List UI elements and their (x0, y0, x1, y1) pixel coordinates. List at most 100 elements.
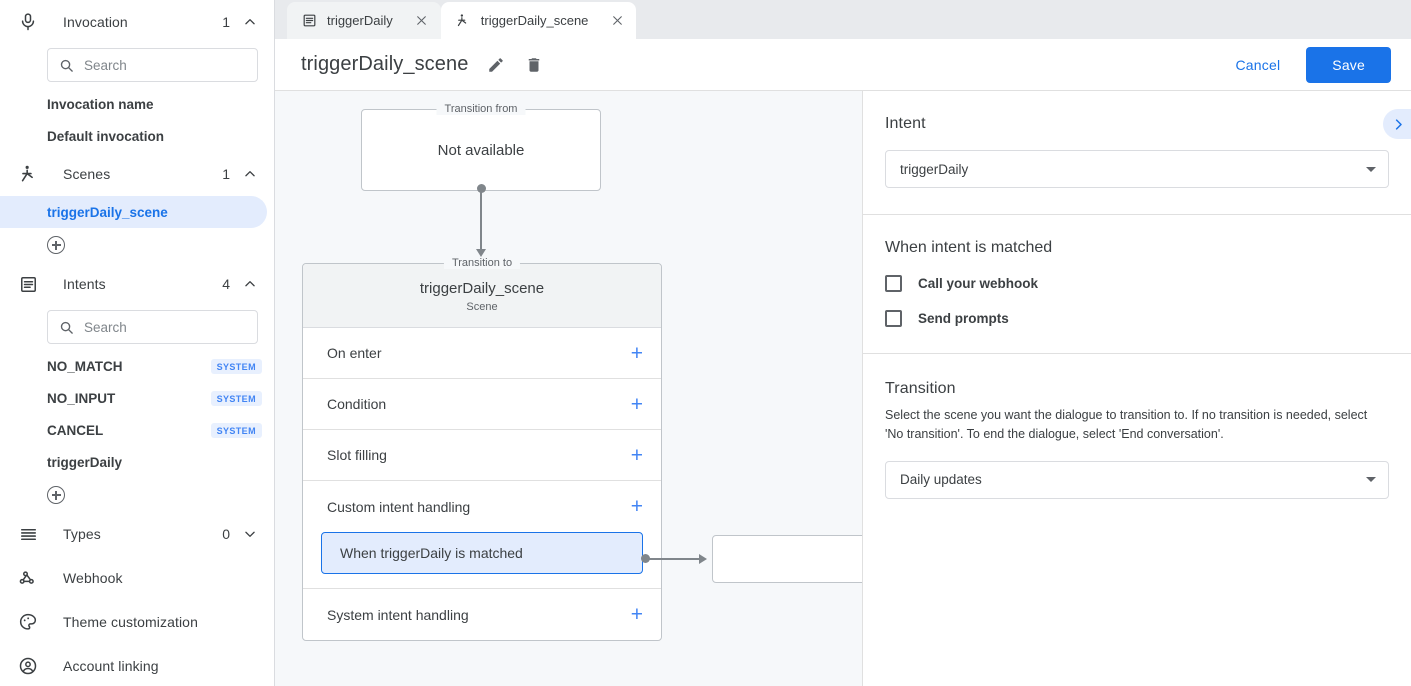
checkbox-label: Send prompts (918, 311, 1009, 326)
add-intent-icon[interactable] (47, 486, 65, 504)
connector-arrow-right (699, 554, 707, 564)
add-scene-icon[interactable] (47, 236, 65, 254)
details-panel: Intent triggerDaily When intent is match… (862, 91, 1411, 686)
scene-card-subtitle: Scene (466, 301, 498, 313)
status-badge: SYSTEM (210, 390, 262, 406)
sidebar-item-label: triggerDaily (47, 454, 123, 470)
close-icon[interactable] (610, 14, 624, 28)
intent-section: Intent triggerDaily (863, 91, 1411, 215)
transition-target-node[interactable]: Tr Dail (712, 535, 862, 583)
checkbox-send-prompts[interactable]: Send prompts (885, 310, 1389, 327)
sidebar-item-label: Default invocation (47, 128, 165, 144)
add-custom-intent-icon[interactable]: + (630, 495, 643, 518)
intents-search-wrap: Search (0, 306, 274, 350)
sidebar-item-label: Theme customization (63, 614, 198, 630)
tab-label: triggerDaily (327, 13, 393, 28)
scene-card: Transition to triggerDaily_scene Scene O… (302, 257, 662, 641)
microphone-icon (16, 10, 40, 34)
sidebar-section-label: Types (63, 526, 101, 542)
scene-card-header: triggerDaily_scene Scene (303, 264, 661, 328)
intent-handler-chip-label: When triggerDaily is matched (340, 545, 523, 561)
chevron-right-icon[interactable] (1383, 109, 1411, 139)
tab-bar: triggerDaily triggerDaily_scene (275, 0, 1411, 39)
transition-select[interactable]: Daily updates (885, 460, 1389, 499)
scene-row-on-enter[interactable]: On enter + (303, 328, 661, 379)
sidebar-section-label: Scenes (63, 166, 111, 182)
tab-triggerdaily[interactable]: triggerDaily (287, 2, 441, 39)
sidebar-item-cancel[interactable]: CANCEL SYSTEM (0, 414, 274, 446)
sidebar-section-scenes[interactable]: Scenes 1 (0, 152, 274, 196)
chevron-up-icon[interactable] (242, 276, 258, 292)
sidebar-item-label: Webhook (63, 570, 123, 586)
scene-row-label: Condition (327, 396, 387, 412)
add-system-intent-icon[interactable]: + (630, 603, 643, 626)
transition-select-value: Daily updates (900, 472, 982, 487)
sidebar-item-account-linking[interactable]: Account linking (0, 644, 274, 686)
sidebar-section-intents[interactable]: Intents 4 (0, 262, 274, 306)
connector-dot-right (641, 554, 650, 563)
chevron-up-icon[interactable] (242, 14, 258, 30)
invocation-search-input[interactable]: Search (47, 48, 258, 82)
cancel-button[interactable]: Cancel (1222, 49, 1295, 81)
add-condition-icon[interactable]: + (630, 392, 643, 416)
when-intent-matched-title: When intent is matched (885, 239, 1053, 256)
sidebar-item-no-input[interactable]: NO_INPUT SYSTEM (0, 382, 274, 414)
sidebar-section-count: 1 (222, 14, 230, 30)
sidebar-section-count: 1 (222, 166, 230, 182)
scene-icon (455, 13, 471, 29)
sidebar-item-default-invocation[interactable]: Default invocation (0, 120, 274, 152)
close-icon[interactable] (415, 14, 429, 28)
add-intent-row (0, 478, 274, 512)
sidebar-item-webhook[interactable]: Webhook (0, 556, 274, 600)
tab-triggerdaily-scene[interactable]: triggerDaily_scene (440, 2, 637, 39)
body-area: Transition from Not available Transition… (275, 91, 1411, 686)
checkbox-box[interactable] (885, 275, 902, 292)
sidebar-section-invocation[interactable]: Invocation 1 (0, 0, 274, 44)
intents-search-input[interactable]: Search (47, 310, 258, 344)
sidebar-item-triggerdaily-scene[interactable]: triggerDaily_scene (0, 196, 267, 228)
add-on-enter-icon[interactable]: + (630, 341, 643, 365)
intent-section-title: Intent (885, 115, 926, 132)
chevron-down-icon[interactable] (242, 526, 258, 542)
intent-handler-chip[interactable]: When triggerDaily is matched (321, 532, 643, 574)
page-header: triggerDaily_scene Cancel Save (275, 39, 1411, 91)
connector-dot (476, 184, 486, 193)
scene-row-label: Slot filling (327, 447, 387, 463)
trash-icon[interactable] (524, 55, 544, 75)
account-circle-icon (16, 654, 40, 678)
sidebar-item-triggerdaily[interactable]: triggerDaily (0, 446, 274, 478)
sidebar-item-invocation-name[interactable]: Invocation name (0, 88, 274, 120)
chevron-up-icon[interactable] (242, 166, 258, 182)
scene-group-custom-intent-handling: Custom intent handling + When triggerDai… (303, 481, 661, 589)
scene-row-custom-intent-handling[interactable]: Custom intent handling + (303, 481, 661, 532)
intent-select[interactable]: triggerDaily (885, 150, 1389, 188)
sidebar-section-label: Intents (63, 276, 106, 292)
scene-row-system-intent-handling[interactable]: System intent handling + (303, 589, 661, 640)
scene-canvas[interactable]: Transition from Not available Transition… (275, 91, 862, 686)
checkbox-box[interactable] (885, 310, 902, 327)
intent-icon (301, 13, 317, 29)
search-icon (58, 319, 74, 335)
status-badge: SYSTEM (210, 358, 262, 374)
transition-from-node[interactable]: Transition from Not available (361, 103, 601, 191)
main-area: triggerDaily triggerDaily_scene trigge (275, 0, 1411, 686)
sidebar-section-label: Invocation (63, 14, 128, 30)
sidebar-item-no-match[interactable]: NO_MATCH SYSTEM (0, 350, 274, 382)
sidebar: Invocation 1 Search Invocation name Defa… (0, 0, 275, 686)
add-slot-filling-icon[interactable]: + (630, 443, 643, 467)
scene-row-label: Custom intent handling (327, 498, 471, 515)
scene-card-title: triggerDaily_scene (419, 280, 545, 297)
scene-row-slot-filling[interactable]: Slot filling + (303, 430, 661, 481)
sidebar-item-label: CANCEL (47, 422, 104, 438)
sidebar-item-label: triggerDaily_scene (47, 204, 168, 220)
checkbox-call-your-webhook[interactable]: Call your webhook (885, 275, 1389, 292)
scene-row-condition[interactable]: Condition + (303, 379, 661, 430)
sidebar-item-label: Invocation name (47, 96, 154, 112)
save-button[interactable]: Save (1306, 46, 1391, 83)
sidebar-section-types[interactable]: Types 0 (0, 512, 274, 556)
sidebar-item-theme-customization[interactable]: Theme customization (0, 600, 274, 644)
status-badge: SYSTEM (210, 422, 262, 438)
pencil-icon[interactable] (486, 55, 506, 75)
sidebar-section-count: 0 (222, 526, 230, 542)
transition-section-title: Transition (885, 380, 956, 397)
